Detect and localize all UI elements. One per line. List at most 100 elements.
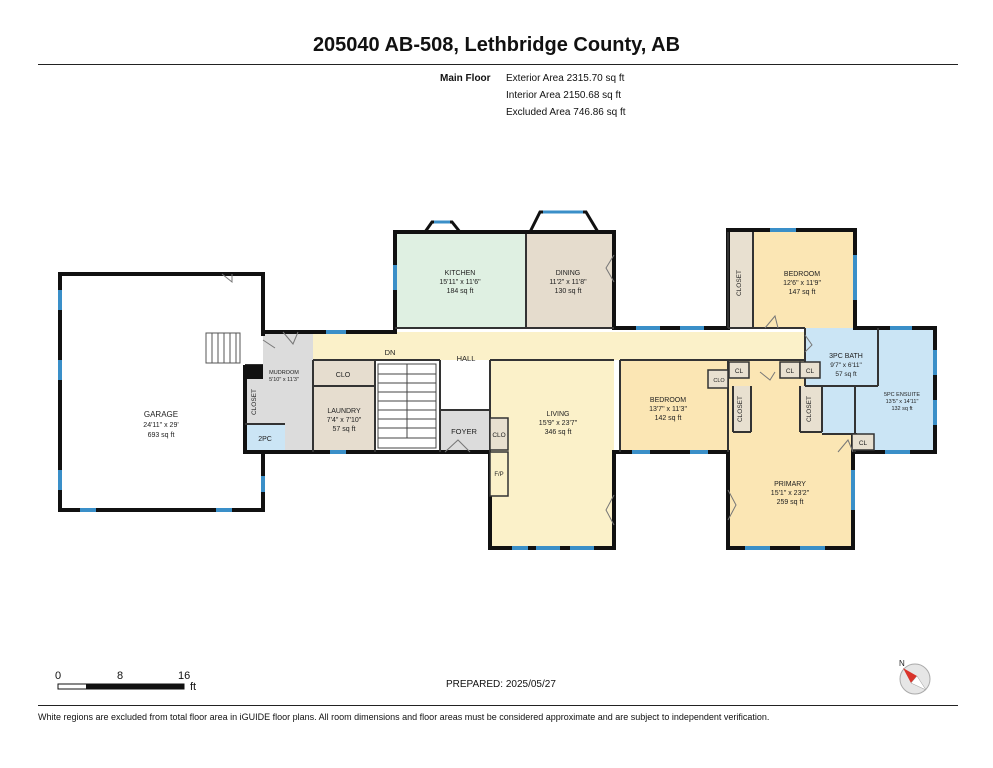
dining-area: 130 sq ft <box>555 288 582 295</box>
scale-tick-0: 0 <box>55 670 62 682</box>
ensuite-name: 5PC ENSUITE <box>884 392 920 398</box>
laundry-area: 57 sq ft <box>333 426 356 433</box>
bay-glass <box>434 210 583 224</box>
living-name: LIVING <box>547 411 570 418</box>
disclaimer: White regions are excluded from total fl… <box>38 712 770 722</box>
garage-area: 693 sq ft <box>148 432 175 439</box>
ensuite-area: 132 sq ft <box>891 406 913 412</box>
clo-laundry-floor <box>313 360 375 386</box>
bedroom2-dims: 13'7" x 11'3" <box>649 406 687 413</box>
dining-floor <box>526 234 614 328</box>
bath3-name: 3PC BATH <box>829 353 863 360</box>
bedroom2-name: BEDROOM <box>650 397 686 404</box>
ensuite-floor <box>855 328 935 452</box>
cl-c-box <box>799 361 821 379</box>
cl-d-label: CL <box>859 440 868 447</box>
kitchen-name: KITCHEN <box>445 270 476 277</box>
closet-p1-label: CLOSET <box>737 396 744 422</box>
bath3-dims: 9'7" x 6'11" <box>830 362 862 369</box>
bedroom1-closet-floor <box>728 232 753 328</box>
windows <box>58 228 937 550</box>
scale-bar-segment <box>86 684 122 689</box>
floor-label: Main Floor <box>440 73 491 84</box>
living-area: 346 sq ft <box>545 429 572 436</box>
closet-bed1-label: CLOSET <box>736 270 743 296</box>
door-swing <box>764 314 779 329</box>
door-swing <box>262 339 276 349</box>
door-swing <box>727 489 737 521</box>
garage-dims: 24'11" x 29' <box>143 422 178 429</box>
dining-bay <box>528 210 600 233</box>
door-swing <box>444 439 471 453</box>
cl-a-box <box>728 361 750 379</box>
bath3-area: 57 sq ft <box>835 371 857 378</box>
primary-closet1-floor <box>733 386 751 432</box>
clo-bed2-label: CLO <box>713 378 725 384</box>
dn-label: DN <box>385 348 396 357</box>
clo-bed2-box <box>707 369 729 389</box>
mudroom-name: MUDROOM <box>269 370 299 376</box>
footer-divider <box>38 705 958 706</box>
mudroom-closet-floor <box>245 365 263 423</box>
scale-bar-segment <box>122 684 184 689</box>
compass-needle-north <box>903 668 917 683</box>
hall-floor <box>263 332 813 360</box>
ensuite-dims: 13'5" x 14'11" <box>886 399 919 405</box>
door-swing <box>759 371 776 381</box>
living-floor <box>490 360 614 548</box>
scale-tick-16: 16 <box>178 670 191 682</box>
entry-steps <box>205 332 241 364</box>
staircase <box>377 363 437 449</box>
clo-laundry-label: CLO <box>336 372 351 379</box>
primary-name: PRIMARY <box>774 481 806 488</box>
clo-foyer-box <box>489 417 509 451</box>
laundry-name: LAUNDRY <box>327 408 361 415</box>
page-title: 205040 AB-508, Lethbridge County, AB <box>312 34 681 56</box>
scale-unit: ft <box>190 681 197 693</box>
door-swing <box>282 331 299 345</box>
primary-closet2-floor <box>800 386 822 432</box>
door-swing <box>605 494 615 526</box>
twopc-label: 2PC <box>258 436 272 443</box>
closet-p2-label: CLOSET <box>806 396 813 422</box>
bay-windows <box>423 210 600 233</box>
door-swing <box>605 254 615 283</box>
foyer-label: FOYER <box>451 427 477 436</box>
door-swing <box>837 439 854 453</box>
header-divider <box>38 64 958 65</box>
bedroom2-area: 142 sq ft <box>655 415 682 422</box>
laundry-floor <box>313 386 375 452</box>
foyer-floor <box>440 410 490 452</box>
closet-mud-label: CLOSET <box>251 389 258 415</box>
bedroom1-floor <box>753 232 853 328</box>
door-swings <box>221 254 854 526</box>
ensuite-toilet-floor <box>822 386 857 434</box>
room-labels: GARAGE 24'11" x 29' 693 sq ft MUDROOM 5'… <box>143 270 920 506</box>
lower-wall <box>488 434 855 550</box>
laundry-dims: 7'4" x 7'10" <box>327 417 362 424</box>
primary-area: 259 sq ft <box>777 499 804 506</box>
compass-north-label: N <box>899 659 905 668</box>
fireplace-label: F/P <box>494 472 503 478</box>
fireplace-box <box>489 451 509 497</box>
mudroom-wall-block <box>245 365 263 379</box>
cl-b-label: CL <box>786 368 795 375</box>
twopc-floor <box>245 424 285 452</box>
prepared-date: PREPARED: 2025/05/27 <box>446 679 556 690</box>
kitchen-area: 184 sq ft <box>447 288 474 295</box>
compass-icon: N <box>899 659 931 695</box>
excluded-area: Excluded Area 746.86 sq ft <box>506 107 626 118</box>
bedroom1-name: BEDROOM <box>784 271 820 278</box>
garage-floor <box>60 274 265 510</box>
bedroom1-dims: 12'6" x 11'9" <box>783 280 821 287</box>
bedroom1-area: 147 sq ft <box>789 289 816 296</box>
kitchen-dims: 15'11" x 11'6" <box>439 279 481 286</box>
exterior-area: Exterior Area 2315.70 sq ft <box>506 73 625 84</box>
garage-bottom-wall <box>60 452 265 512</box>
dining-dims: 11'2" x 11'8" <box>549 279 587 286</box>
mudroom-dims: 5'10" x 11'3" <box>269 377 299 383</box>
cl-a-label: CL <box>735 368 744 375</box>
compass-needle-south <box>910 675 927 691</box>
service-bottom-wall <box>243 365 490 454</box>
